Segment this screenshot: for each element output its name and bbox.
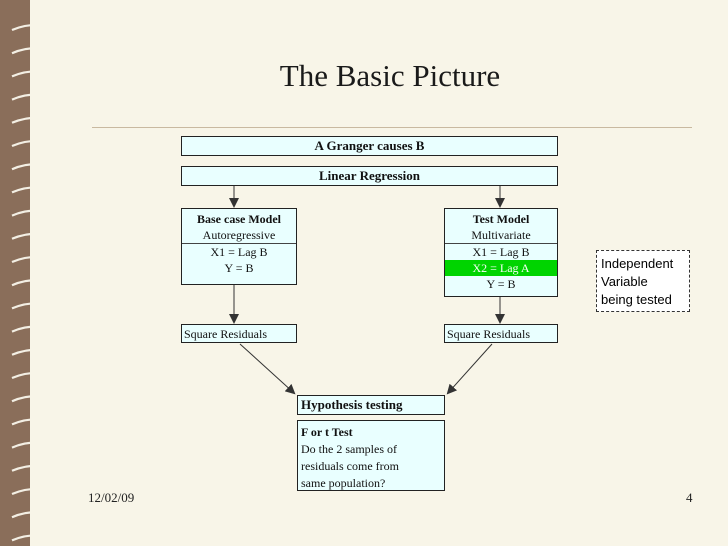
base-model-box: Base case Model Autoregressive X1 = Lag … — [181, 208, 297, 285]
test-model-box: Test Model Multivariate X1 = Lag B X2 = … — [444, 208, 558, 297]
square-residuals-left: Square Residuals — [181, 324, 297, 343]
test-model-highlight-line: X2 = Lag A — [445, 260, 557, 276]
hypothesis-testing-box: Hypothesis testing — [297, 395, 445, 415]
base-model-line: Autoregressive — [202, 228, 276, 242]
test-model-header: Test Model — [472, 212, 530, 226]
regression-bar: Linear Regression — [181, 166, 558, 186]
f-test-box: F or t Test Do the 2 samples of residual… — [297, 420, 445, 491]
base-model-header: Base case Model — [197, 212, 281, 226]
granger-bar: A Granger causes B — [181, 136, 558, 156]
note-line: Variable — [601, 274, 648, 289]
f-test-title: F or t Test — [301, 425, 353, 439]
test-model-line: Multivariate — [471, 228, 531, 242]
f-test-line: Do the 2 samples of — [301, 442, 397, 456]
slide-title: The Basic Picture — [279, 58, 501, 93]
note-line: Independent — [601, 256, 674, 271]
f-test-line: residuals come from — [301, 459, 399, 473]
base-model-line: X1 = Lag B — [182, 243, 296, 260]
base-model-line: Y = B — [224, 261, 254, 275]
title-divider — [92, 127, 692, 128]
slide-page-number: 4 — [686, 490, 693, 505]
note-line: being tested — [601, 292, 672, 307]
independent-variable-note: Independent Variable being tested — [596, 250, 690, 312]
test-model-line: Y = B — [486, 277, 516, 291]
f-test-line: same population? — [301, 476, 386, 490]
square-residuals-right: Square Residuals — [444, 324, 558, 343]
test-model-line: X1 = Lag B — [445, 243, 557, 260]
slide-date: 12/02/09 — [88, 490, 135, 505]
